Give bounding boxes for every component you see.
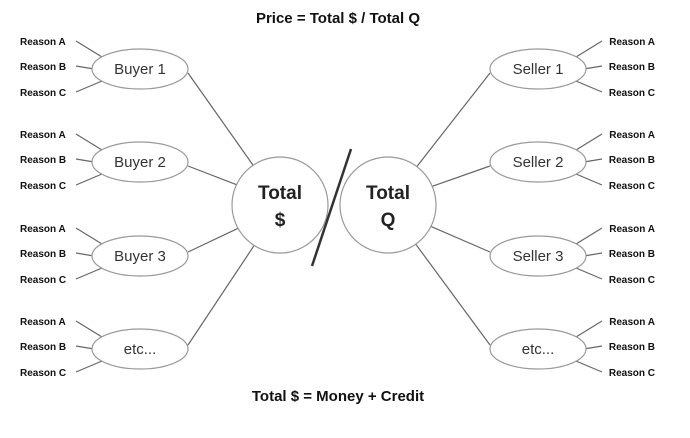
- reason-link: [75, 252, 95, 257]
- reason-link: [583, 158, 603, 163]
- reason-label: Reason A: [20, 130, 66, 141]
- reason-label: Reason B: [20, 249, 66, 260]
- seller-node: [489, 48, 587, 90]
- reason-link: [575, 80, 603, 93]
- buyer-node: [91, 48, 189, 90]
- reason-label: Reason C: [609, 181, 655, 192]
- reason-link: [75, 173, 103, 186]
- reason-link: [575, 40, 603, 58]
- reason-label: Reason A: [20, 317, 66, 328]
- sellers-link: [432, 165, 491, 187]
- total-money-circle: [231, 156, 329, 254]
- sellers-link: [416, 72, 491, 167]
- reason-label: Reason A: [609, 224, 655, 235]
- reason-link: [583, 252, 603, 257]
- buyer-node: [91, 328, 189, 370]
- reason-label: Reason B: [609, 342, 655, 353]
- buyers-link: [187, 245, 255, 346]
- reason-link: [75, 320, 103, 338]
- reason-link: [575, 227, 603, 245]
- reason-label: Reason A: [20, 37, 66, 48]
- total-money-label-1: Total: [258, 183, 302, 204]
- reason-link: [75, 227, 103, 245]
- reason-link: [575, 173, 603, 186]
- total-quantity-label-2: Q: [381, 210, 396, 231]
- seller-label: etc...: [522, 341, 555, 358]
- division-slash: [310, 148, 353, 267]
- seller-label: Seller 1: [513, 61, 564, 78]
- total-money-label-2: $: [275, 210, 286, 231]
- buyer-node: [91, 235, 189, 277]
- buyer-node: [91, 141, 189, 183]
- seller-node: [489, 328, 587, 370]
- reason-label: Reason B: [20, 342, 66, 353]
- sellers-link: [430, 225, 491, 253]
- reason-label: Reason C: [20, 181, 66, 192]
- reason-link: [575, 320, 603, 338]
- buyers-link: [187, 72, 254, 166]
- reason-label: Reason A: [609, 317, 655, 328]
- reason-link: [75, 345, 95, 350]
- reason-link: [75, 80, 103, 93]
- reason-label: Reason B: [609, 155, 655, 166]
- reason-label: Reason B: [609, 62, 655, 73]
- reason-label: Reason C: [20, 88, 66, 99]
- buyer-label: Buyer 1: [114, 61, 166, 78]
- reason-link: [575, 360, 603, 373]
- reason-link: [75, 360, 103, 373]
- reason-link: [575, 267, 603, 280]
- reason-link: [75, 133, 103, 151]
- reason-label: Reason A: [20, 224, 66, 235]
- buyer-label: etc...: [124, 341, 157, 358]
- total-quantity-label-1: Total: [366, 183, 410, 204]
- reason-link: [75, 40, 103, 58]
- reason-label: Reason C: [609, 88, 655, 99]
- buyers-link: [187, 165, 237, 186]
- reason-link: [75, 158, 95, 163]
- reason-label: Reason A: [609, 130, 655, 141]
- reason-label: Reason C: [609, 368, 655, 379]
- total-quantity-circle: [339, 156, 437, 254]
- diagram-title: Price = Total $ / Total Q: [256, 10, 420, 27]
- reason-link: [583, 345, 603, 350]
- buyer-label: Buyer 3: [114, 248, 166, 265]
- seller-node: [489, 141, 587, 183]
- reason-label: Reason A: [609, 37, 655, 48]
- seller-node: [489, 235, 587, 277]
- reason-label: Reason B: [20, 155, 66, 166]
- reason-label: Reason B: [609, 249, 655, 260]
- seller-label: Seller 3: [513, 248, 564, 265]
- buyers-link: [187, 227, 239, 253]
- seller-label: Seller 2: [513, 154, 564, 171]
- reason-link: [75, 267, 103, 280]
- diagram-footer: Total $ = Money + Credit: [252, 388, 424, 405]
- reason-label: Reason C: [20, 275, 66, 286]
- sellers-link: [415, 243, 491, 346]
- reason-label: Reason C: [20, 368, 66, 379]
- reason-label: Reason B: [20, 62, 66, 73]
- reason-label: Reason C: [609, 275, 655, 286]
- reason-link: [75, 65, 95, 70]
- reason-link: [583, 65, 603, 70]
- buyer-label: Buyer 2: [114, 154, 166, 171]
- reason-link: [575, 133, 603, 151]
